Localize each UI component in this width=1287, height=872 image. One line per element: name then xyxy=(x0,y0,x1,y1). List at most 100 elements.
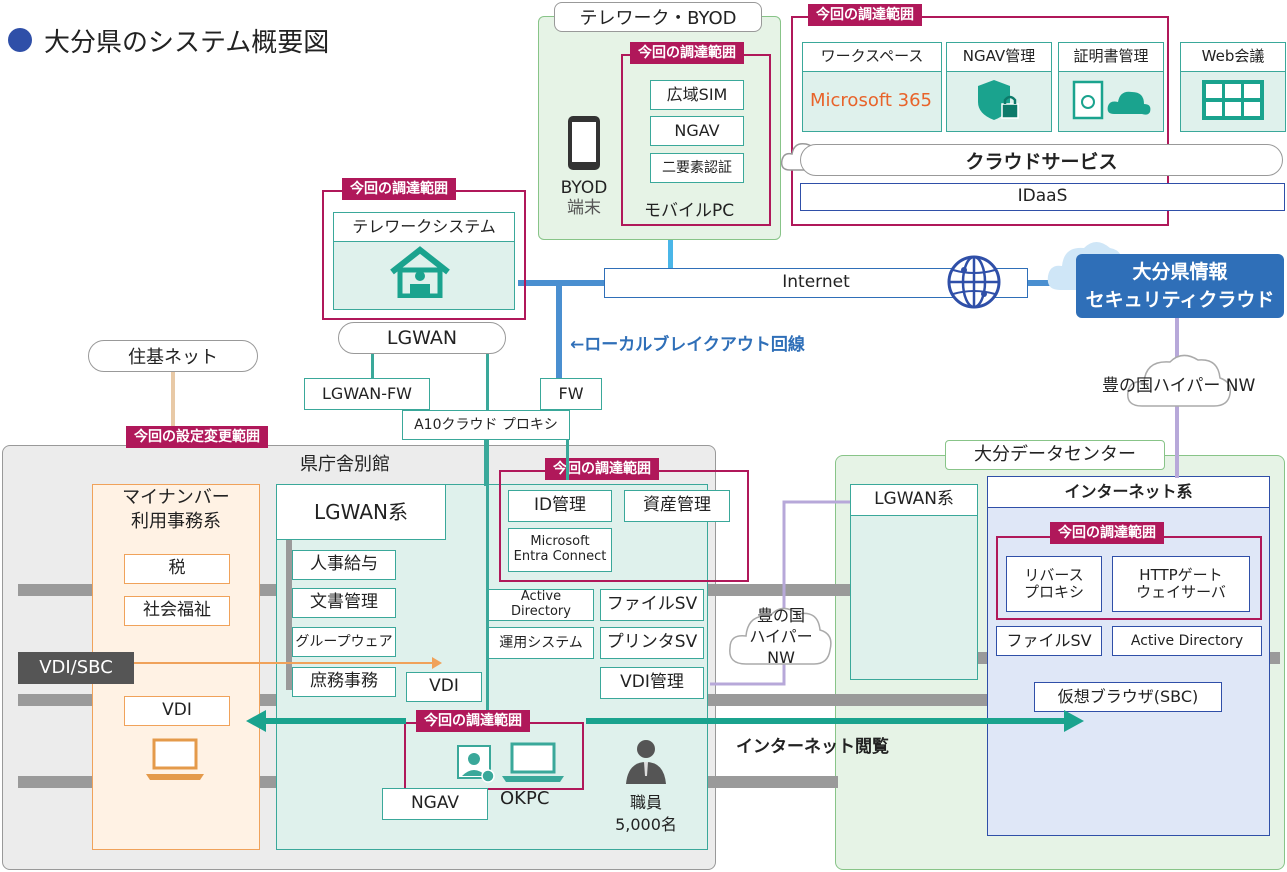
vdi-left-box: VDI xyxy=(124,696,230,726)
fw-box: FW xyxy=(540,378,602,410)
cloud-service-banner: クラウドサービス xyxy=(800,144,1283,176)
card-cert-title: 証明書管理 xyxy=(1058,42,1164,72)
procure-endpoint-tag: 今回の調達範囲 xyxy=(416,710,530,732)
annex-title: 県庁舎別館 xyxy=(300,454,390,475)
lgwan-item-affairs: 庶務事務 xyxy=(292,667,396,697)
welfare-box: 社会福祉 xyxy=(124,596,230,626)
dc-lgwan-zone xyxy=(850,484,978,680)
mobile-pc-label: モバイルPC xyxy=(644,201,735,221)
http-gw-l2: ウェイサーバ xyxy=(1136,583,1226,601)
juki-pill: 住基ネット xyxy=(88,340,258,372)
http-gw-l1: HTTPゲート xyxy=(1139,565,1223,584)
staff-icon xyxy=(626,740,666,784)
procure-mobile-tag: 今回の調達範囲 xyxy=(630,42,744,64)
procure-id-tag: 今回の調達範囲 xyxy=(545,458,659,480)
staff-l1: 職員 xyxy=(629,793,662,812)
okpc-label: OKPC xyxy=(500,788,550,809)
hyper-nw-mid-line xyxy=(710,500,850,686)
telework-byod-title: テレワーク・BYOD xyxy=(554,2,762,32)
security-cloud-box: 大分県情報 セキュリティクラウド xyxy=(1076,254,1284,318)
security-cloud-l2: セキュリティクラウド xyxy=(1085,289,1275,311)
lgwan-item-hr: 人事給与 xyxy=(292,550,396,580)
config-change-tag: 今回の設定変更範囲 xyxy=(126,426,268,448)
mobile-sim-box: 広域SIM xyxy=(650,80,744,110)
vdi-sbc-arrow xyxy=(134,657,442,669)
dc-lgwan-box: LGWAN系 xyxy=(850,484,978,516)
proxy-box: A10クラウド プロキシ xyxy=(402,410,570,440)
procure-telework-tag: 今回の調達範囲 xyxy=(342,178,456,200)
vdi-mid-box: VDI xyxy=(406,672,482,702)
web-meeting-icon xyxy=(1202,80,1264,120)
printer-sv-box: プリンタSV xyxy=(600,627,704,659)
lgwan-item-groupware: グループウェア xyxy=(292,627,396,657)
page-title: 大分県のシステム概要図 xyxy=(44,28,330,58)
reverse-proxy-l1: リバース xyxy=(1024,565,1084,584)
security-cloud-l1: 大分県情報 xyxy=(1132,261,1228,283)
entra-box: Microsoft Entra Connect xyxy=(508,528,612,572)
title-bullet xyxy=(8,28,32,52)
laptop-icon xyxy=(146,738,204,780)
reverse-proxy-l2: プロキシ xyxy=(1023,583,1084,601)
procure-cloud-frame xyxy=(791,16,1169,226)
globe-icon xyxy=(947,255,1001,309)
staff-label: 職員 5,000名 xyxy=(606,792,686,836)
okpc-laptop-icon xyxy=(502,742,564,782)
virtual-browser-box: 仮想ブラウザ(SBC) xyxy=(1034,682,1222,712)
card-ngav-title: NGAV管理 xyxy=(946,42,1052,72)
internet-browsing-arrow xyxy=(246,710,1084,732)
http-gw-box: HTTPゲート ウェイサーバ xyxy=(1112,556,1250,612)
id-mgmt-box: ID管理 xyxy=(508,490,612,522)
lgwan-pill: LGWAN xyxy=(338,322,506,354)
blue-fw-down xyxy=(566,410,569,480)
hyper-nw-mid-l3: NW xyxy=(767,648,795,667)
lgwan-zone-spine xyxy=(286,540,292,690)
tax-box: 税 xyxy=(124,554,230,584)
vdi-mgmt-box: VDI管理 xyxy=(600,667,704,699)
procure-dc-tag: 今回の調達範囲 xyxy=(1050,522,1164,544)
ops-box: 運用システム xyxy=(488,627,594,659)
card-workspace-title: ワークスペース xyxy=(802,42,942,72)
lgwan-item-doc: 文書管理 xyxy=(292,588,396,618)
blue-to-fw xyxy=(556,280,562,380)
shield-lock-icon xyxy=(978,80,1019,120)
vdi-sbc-label: VDI/SBC xyxy=(18,652,134,684)
hyper-nw-mid-label: 豊の国 ハイパー NW xyxy=(738,605,824,668)
idaas-box: IDaaS xyxy=(800,183,1285,211)
telework-system-title: テレワークシステム xyxy=(333,212,515,242)
face-auth-icon xyxy=(457,745,495,783)
certificate-cloud-icon xyxy=(1072,80,1151,120)
ngav-box: NGAV xyxy=(382,788,488,820)
byod-l2: 端末 xyxy=(567,198,601,218)
asset-mgmt-box: 資産管理 xyxy=(624,490,730,522)
lgwan-sys-box: LGWAN系 xyxy=(276,484,446,540)
entra-l1: Microsoft xyxy=(530,534,590,550)
card-webmeeting-title: Web会議 xyxy=(1180,42,1286,72)
dc-ad-box: Active Directory xyxy=(1112,626,1262,656)
local-breakout-label: ←ローカルブレイクアウト回線 xyxy=(570,335,805,355)
home-office-icon xyxy=(390,246,450,298)
hyper-nw-mid-l2: ハイパー xyxy=(749,627,813,646)
hyper-nw-mid-cloud-icon xyxy=(729,607,832,665)
m365-label: Microsoft 365 xyxy=(810,90,932,111)
staff-l2: 5,000名 xyxy=(615,815,677,834)
byod-label: BYOD 端末 xyxy=(552,178,616,218)
internet-browsing-label: インターネット閲覧 xyxy=(736,737,889,757)
proxy-link xyxy=(484,436,487,486)
ad-box: Active Directory xyxy=(488,589,594,621)
hyper-nw-mid-l1: 豊の国 xyxy=(756,606,805,625)
mobile-ngav-box: NGAV xyxy=(650,116,744,146)
dc-file-sv-box: ファイルSV xyxy=(996,626,1102,656)
hyper-nw-top-label: 豊の国ハイパー NW xyxy=(1102,376,1256,396)
smartphone-icon xyxy=(568,116,600,170)
mobile-2fa-box: 二要素認証 xyxy=(650,153,744,183)
mynumber-title-l2: 利用事務系 xyxy=(131,511,221,532)
file-sv-box: ファイルSV xyxy=(600,589,704,621)
entra-l2: Entra Connect xyxy=(513,549,607,564)
byod-l1: BYOD xyxy=(560,178,608,198)
mynumber-title: マイナンバー 利用事務系 xyxy=(92,486,260,534)
juki-link xyxy=(171,372,175,430)
byod-to-internet xyxy=(668,240,673,268)
procure-cloud-tag: 今回の調達範囲 xyxy=(808,4,922,26)
reverse-proxy-box: リバース プロキシ xyxy=(1006,556,1102,612)
mynumber-title-l1: マイナンバー xyxy=(122,487,230,508)
